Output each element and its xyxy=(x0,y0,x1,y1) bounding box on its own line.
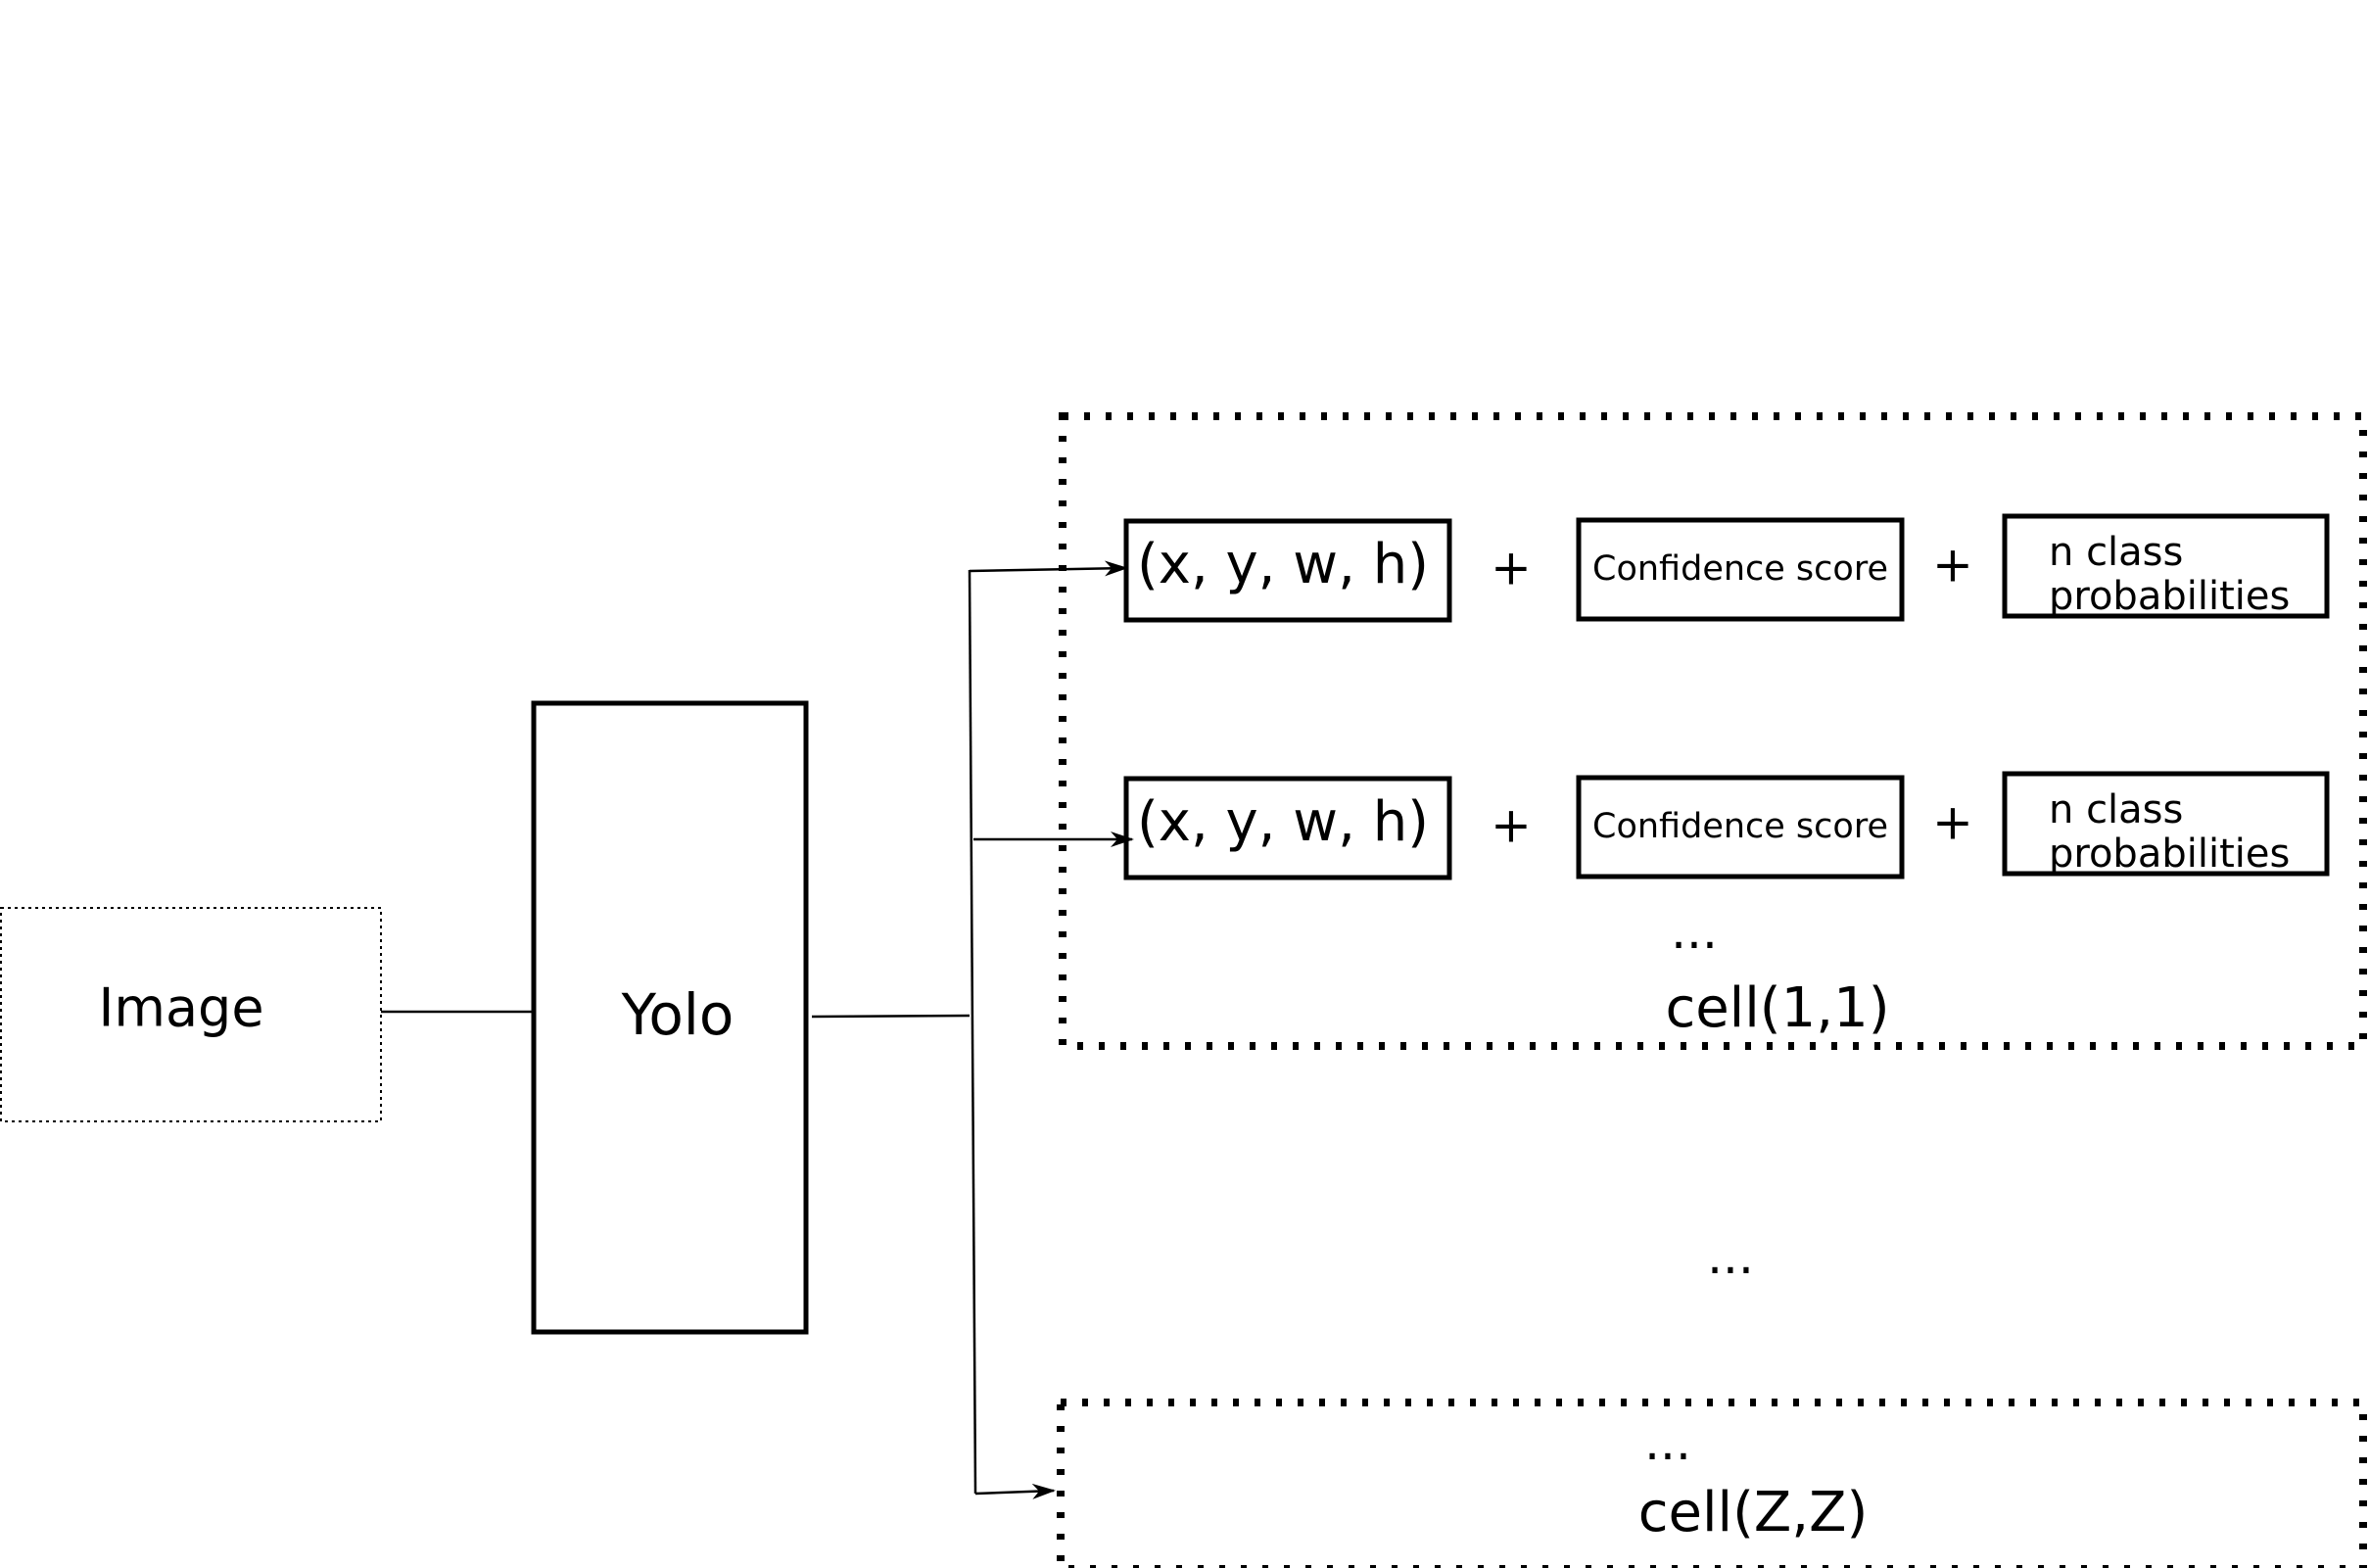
prediction-row-2: (x, y, w, h) + Confidence score + n clas… xyxy=(1123,771,2330,880)
cell-first-label: cell(1,1) xyxy=(1665,976,1889,1040)
cell-last-label: cell(Z,Z) xyxy=(1638,1481,1869,1544)
class-probabilities-line1: n class xyxy=(2049,530,2183,575)
image-node-border xyxy=(0,907,382,1122)
plus-sign: + xyxy=(1491,540,1532,596)
plus-sign: + xyxy=(1932,537,1973,594)
cell-last-border xyxy=(1057,1399,2367,1568)
bbox-box xyxy=(1123,518,1452,623)
confidence-box xyxy=(1576,517,1905,622)
confidence-label: Confidence score xyxy=(1592,549,1888,589)
arrow-to-last-cell xyxy=(974,1483,1056,1499)
yolo-node: Yolo xyxy=(531,700,809,1335)
class-probabilities-line2: probabilities xyxy=(2049,574,2290,619)
row-ellipsis: ... xyxy=(1671,903,1718,960)
yolo-node-border xyxy=(531,700,809,1335)
class-probabilities-line2: probabilities xyxy=(2049,832,2290,877)
class-probabilities-line1: n class xyxy=(2049,787,2183,832)
image-node: Image xyxy=(0,907,382,1122)
cell-last-group: ... cell(Z,Z) xyxy=(1057,1399,2367,1568)
image-label: Image xyxy=(98,977,263,1039)
prediction-row-1: (x, y, w, h) + Confidence score + n clas… xyxy=(1123,513,2330,623)
yolo-label: Yolo xyxy=(621,981,734,1048)
arrow-to-row1 xyxy=(969,560,1128,577)
bbox-box xyxy=(1123,776,1452,880)
yolo-output-connector xyxy=(811,1014,971,1019)
class-probabilities-box xyxy=(2002,771,2330,877)
bbox-label: (x, y, w, h) xyxy=(1137,533,1429,596)
cell-last-ellipsis: ... xyxy=(1644,1414,1691,1471)
cell-first-group: (x, y, w, h) + Confidence score + n clas… xyxy=(1059,412,2367,1050)
plus-sign: + xyxy=(1932,794,1973,851)
cell-first-border xyxy=(1059,412,2367,1050)
confidence-label: Confidence score xyxy=(1592,807,1888,846)
plus-sign: + xyxy=(1491,797,1532,854)
branch-line xyxy=(968,569,977,1495)
bbox-label: (x, y, w, h) xyxy=(1137,790,1429,854)
confidence-box xyxy=(1576,775,1905,879)
cells-ellipsis: ... xyxy=(1707,1228,1754,1285)
class-probabilities-box xyxy=(2002,513,2330,619)
